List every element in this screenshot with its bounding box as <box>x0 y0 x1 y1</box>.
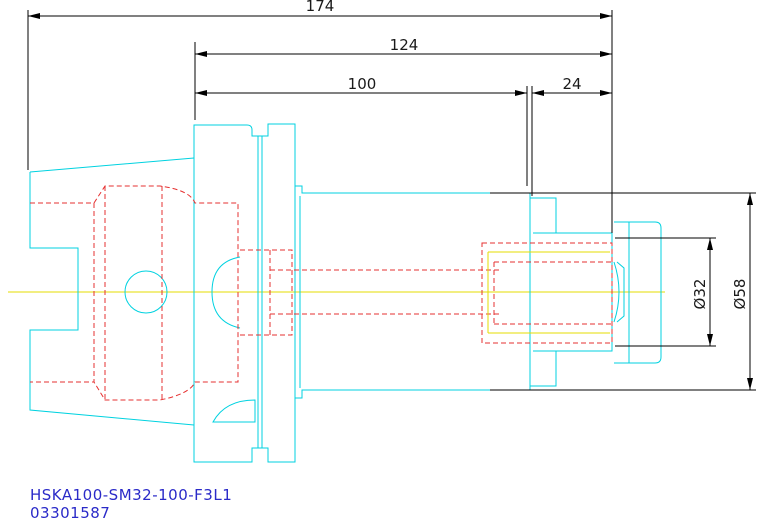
hsk-shank <box>29 157 195 426</box>
flange-bore <box>240 249 293 336</box>
dim-text-24: 24 <box>562 75 581 93</box>
part-number-label: HSKA100-SM32-100-F3L1 <box>30 486 233 504</box>
flange-arc <box>211 256 241 329</box>
flange <box>193 123 296 463</box>
coolant-channel <box>270 269 500 315</box>
article-number-label: 03301587 <box>30 504 111 522</box>
dim-text-d58: Ø58 <box>731 279 749 310</box>
dimension-lines <box>27 10 756 391</box>
dimension-arrows <box>28 13 753 390</box>
thread-lines <box>487 251 610 334</box>
tool-outline <box>29 123 662 463</box>
dim-text-d32: Ø32 <box>691 279 709 310</box>
hidden-lines <box>30 185 613 401</box>
pull-stud-cavity <box>93 185 239 401</box>
drive-slot <box>212 399 256 423</box>
clamp-nut <box>614 221 662 364</box>
internal-bore-left <box>30 202 95 383</box>
extension-body <box>295 185 531 399</box>
collet-seat <box>481 242 613 344</box>
dim-text-100: 100 <box>348 75 377 93</box>
cross-hole <box>124 270 168 314</box>
dim-text-124: 124 <box>390 36 419 54</box>
dim-text-174: 174 <box>306 0 335 15</box>
